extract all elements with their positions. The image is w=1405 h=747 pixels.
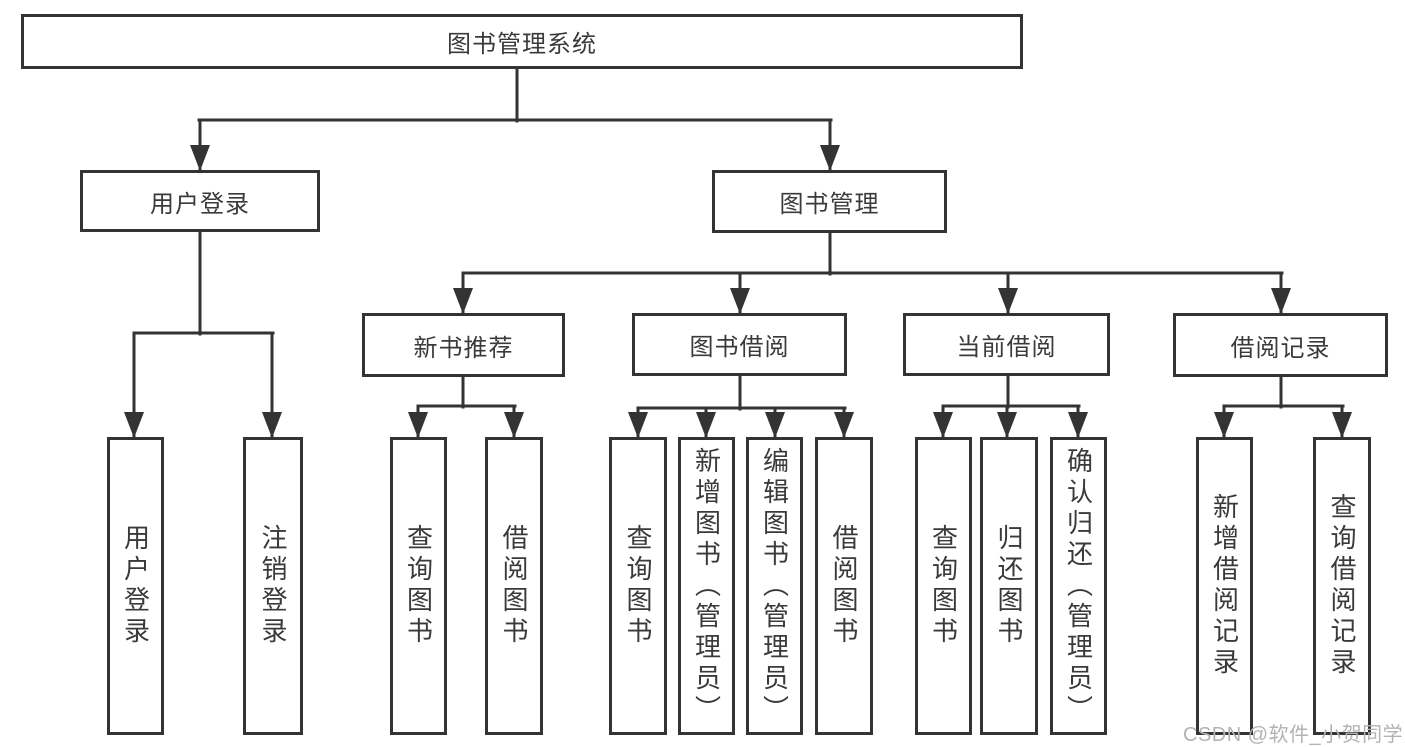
leaf-label: 借阅图书 — [499, 524, 529, 648]
leaf-logout: 注销登录 — [243, 437, 303, 735]
node-label: 图书管理 — [779, 191, 880, 218]
leaf-label: 新增借阅记录 — [1209, 493, 1240, 679]
leaf-query-books-new-rec: 查询图书 — [390, 437, 447, 735]
node-book-borrow: 图书借阅 — [632, 313, 847, 376]
leaf-label: 查询图书 — [928, 524, 959, 648]
node-borrow-records: 借阅记录 — [1173, 313, 1388, 377]
csdn-watermark: CSDN @软件_小贺同学 — [1183, 724, 1404, 746]
node-label: 用户登录 — [150, 190, 250, 218]
leaf-label: 查询图书 — [403, 524, 434, 648]
leaf-return-books: 归还图书 — [980, 437, 1038, 735]
node-current-borrow: 当前借阅 — [903, 313, 1110, 376]
node-new-book-recommend: 新书推荐 — [362, 313, 565, 377]
node-user-login: 用户登录 — [80, 170, 320, 232]
leaf-label: 查询图书 — [623, 524, 653, 648]
node-book-management: 图书管理 — [712, 170, 947, 233]
leaf-user-login: 用户登录 — [107, 437, 164, 735]
node-label: 图书管理系统 — [447, 31, 597, 58]
leaf-label: 查询借阅记录 — [1327, 493, 1357, 679]
node-label: 当前借阅 — [956, 334, 1057, 361]
leaf-label: 编辑图书（管理员） — [759, 446, 790, 726]
leaf-label: 用户登录 — [120, 524, 151, 648]
leaf-add-books-admin: 新增图书（管理员） — [678, 437, 735, 735]
leaf-borrow-books-new-rec: 借阅图书 — [485, 437, 543, 735]
leaf-add-borrow-record: 新增借阅记录 — [1196, 437, 1253, 735]
leaf-label: 归还图书 — [994, 524, 1024, 648]
leaf-label: 注销登录 — [258, 524, 288, 648]
leaf-label: 借阅图书 — [829, 524, 859, 648]
leaf-edit-books-admin: 编辑图书（管理员） — [746, 437, 803, 735]
node-library-management-system: 图书管理系统 — [21, 14, 1023, 69]
leaf-label: 确认归还（管理员） — [1063, 446, 1094, 726]
node-label: 借阅记录 — [1230, 334, 1331, 362]
leaf-query-books-current: 查询图书 — [915, 437, 972, 735]
leaf-borrow-books: 借阅图书 — [815, 437, 873, 735]
leaf-label: 新增图书（管理员） — [691, 446, 722, 726]
node-label: 新书推荐 — [413, 334, 514, 362]
node-label: 图书借阅 — [689, 334, 790, 361]
leaf-query-books-borrow: 查询图书 — [609, 437, 667, 735]
arrow-connectors — [124, 120, 1352, 438]
leaf-confirm-return-admin: 确认归还（管理员） — [1050, 437, 1107, 735]
leaf-query-borrow-record: 查询借阅记录 — [1313, 437, 1371, 735]
